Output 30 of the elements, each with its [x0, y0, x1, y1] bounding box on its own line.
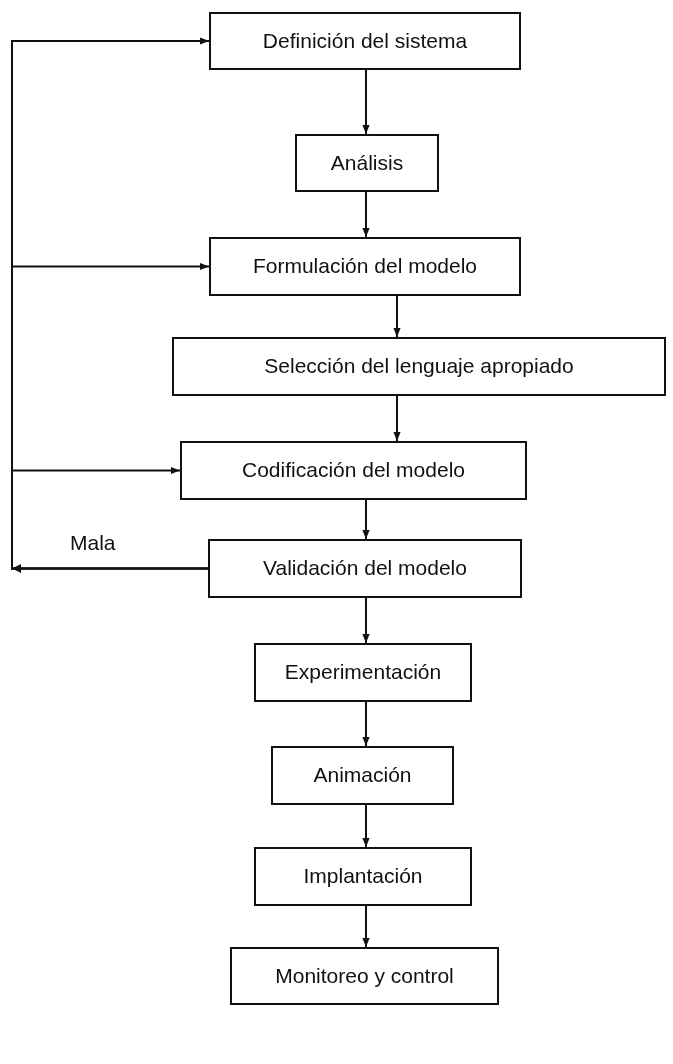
process-box [208, 539, 522, 598]
arrow [362, 597, 370, 644]
process-box [209, 12, 521, 70]
box-label: Monitoreo y control [274, 963, 455, 989]
box-label: Implantación [302, 864, 424, 889]
process-box [271, 746, 454, 805]
box-label: Experimentación [283, 660, 443, 685]
process-box [209, 237, 521, 296]
box-label: Animación [312, 763, 413, 788]
arrow [362, 905, 370, 948]
box-label: Análisis [329, 150, 405, 176]
process-box [172, 337, 666, 396]
process-box [295, 134, 439, 192]
process-box [254, 847, 472, 906]
box-label: Selección del lenguaje apropiado [263, 354, 575, 379]
process-box [180, 441, 527, 500]
arrow [362, 804, 370, 848]
process-box [254, 643, 472, 702]
box-label: Validación del modelo [262, 556, 468, 581]
box-label: Codificación del modelo [241, 458, 466, 483]
arrow [393, 295, 401, 338]
box-label: Formulación del modelo [251, 254, 479, 279]
arrow [393, 395, 401, 442]
arrow [362, 701, 370, 747]
arrow [362, 69, 370, 135]
process-box [230, 947, 499, 1005]
arrow [362, 499, 370, 540]
arrow [362, 191, 370, 238]
box-label: Definición del sistema [261, 28, 469, 54]
arrow [11, 466, 209, 570]
